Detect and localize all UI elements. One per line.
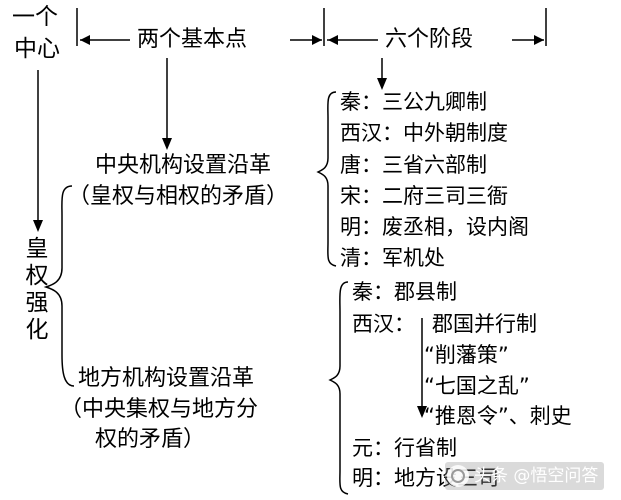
arrowhead-right bbox=[312, 35, 322, 45]
central-item-xihan: 西汉：中外朝制度 bbox=[340, 121, 508, 145]
central-item-qin: 秦：三公九卿制 bbox=[340, 90, 487, 114]
one-center-line1: 一个 bbox=[12, 4, 58, 30]
watermark-text: 头条 @悟空问答 bbox=[474, 465, 599, 486]
local-item-yuan: 元：行省制 bbox=[352, 436, 457, 460]
local-subtitle-line1: （中央集权与地方分 bbox=[60, 397, 259, 422]
central-subtitle: （皇权与相权的矛盾） bbox=[68, 184, 289, 209]
local-item-xihan-label: 西汉： bbox=[352, 312, 415, 336]
six-stages-label: 六个阶段 bbox=[385, 27, 474, 52]
arrowhead-six-left bbox=[328, 35, 338, 45]
brace-local bbox=[328, 281, 349, 495]
central-item-qing: 清：军机处 bbox=[340, 246, 445, 270]
brace-left bbox=[43, 185, 75, 387]
arrowhead-six-right bbox=[534, 35, 544, 45]
brace-central bbox=[316, 91, 337, 267]
central-item-ming: 明：废丞相，设内阁 bbox=[340, 215, 529, 239]
watermark: 头条 @悟空问答 bbox=[445, 462, 605, 490]
central-title: 中央机构设置沿革 bbox=[95, 153, 272, 178]
xihan-item-commandery: 郡国并行制 bbox=[432, 312, 537, 336]
arrowhead-left bbox=[80, 35, 90, 45]
emperor-power-strengthen-label: 皇权强化 bbox=[21, 236, 47, 344]
local-title: 地方机构设置沿革 bbox=[78, 366, 255, 391]
wukong-logo-icon bbox=[447, 465, 469, 487]
one-center-line2: 中心 bbox=[14, 36, 60, 62]
two-basic-points-label: 两个基本点 bbox=[137, 27, 248, 52]
xihan-item-reduce-fiefs: “削藩策” bbox=[424, 343, 509, 367]
central-item-tang: 唐：三省六部制 bbox=[340, 153, 487, 177]
xihan-item-tuien-ling: “推恩令”、刺史 bbox=[424, 404, 572, 428]
xihan-item-seven-states: “七国之乱” bbox=[424, 374, 530, 398]
local-subtitle-line2: 权的矛盾） bbox=[95, 427, 206, 452]
local-item-qin: 秦：郡县制 bbox=[352, 280, 457, 304]
central-item-song: 宋：二府三司三衙 bbox=[340, 184, 508, 208]
